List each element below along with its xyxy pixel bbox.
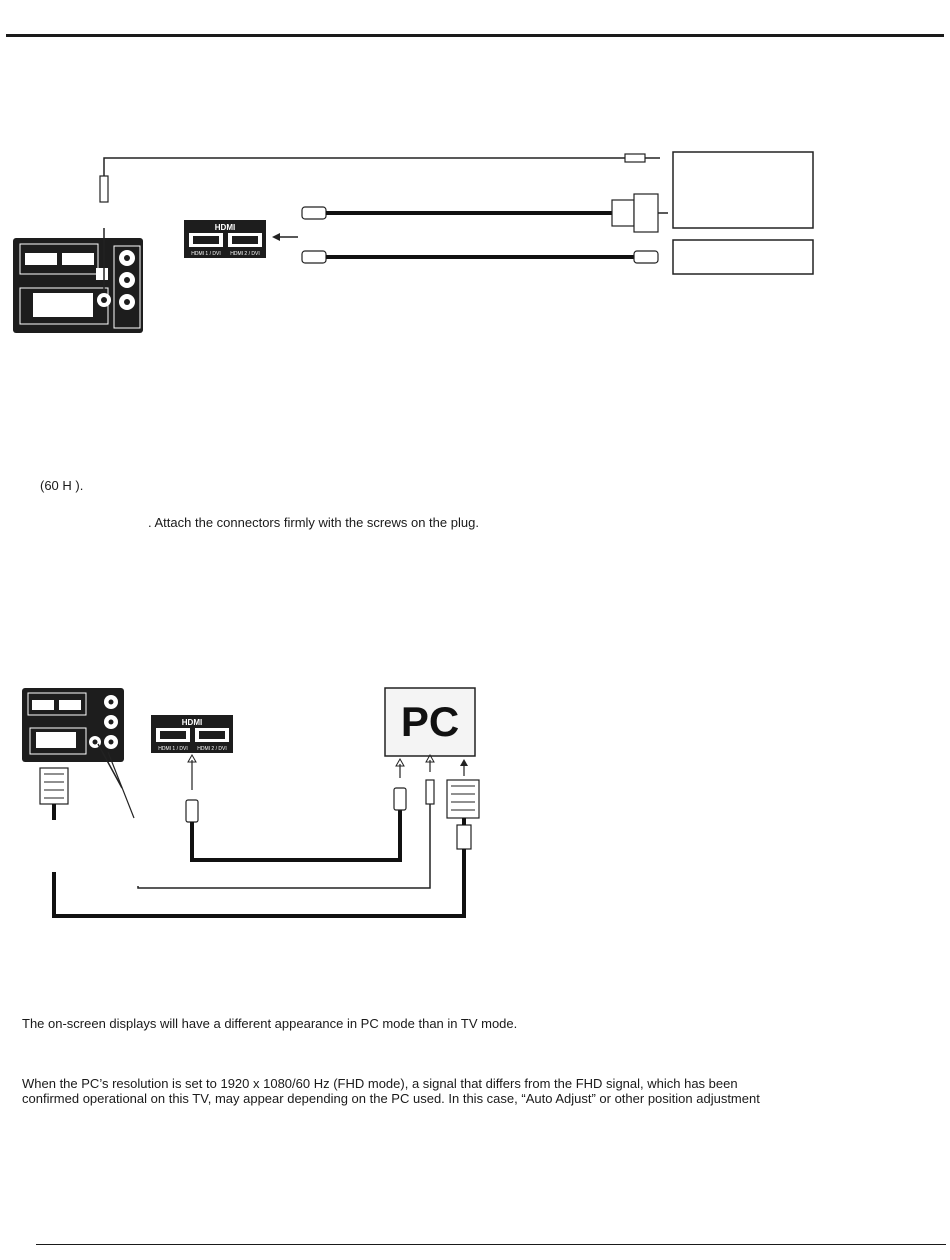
hdmi-logo-text: HDMI <box>182 718 202 727</box>
port1-label: HDMI 1 / DVI <box>191 251 220 257</box>
hdmi-dvi-connection-diagram: HDMI HDMI 1 / DVI HDMI 2 / DVI <box>13 151 814 333</box>
audio-cable <box>99 153 660 292</box>
hdmi-input-panel-small: HDMI HDMI 1 / DVI HDMI 2 / DVI <box>151 715 233 753</box>
fhd-note-line1: When the PC’s resolution is set to 1920 … <box>22 1076 738 1091</box>
hdmi-dvi-cable <box>301 193 668 233</box>
audio-plug-tv <box>97 743 135 819</box>
screws-note: . Attach the connectors firmly with the … <box>148 515 479 530</box>
hdmi-cable <box>301 250 659 264</box>
fhd-note-line2: confirmed operational on this TV, may ap… <box>22 1091 760 1106</box>
pc-connection-diagram: HDMI HDMI 1 / DVI HDMI 2 / DVI PC <box>22 687 480 918</box>
port2-label: HDMI 2 / DVI <box>197 746 226 752</box>
refresh-rate-fragment: (60 H ). <box>40 478 84 493</box>
port1-label: HDMI 1 / DVI <box>158 746 187 752</box>
bottom-rule <box>36 1244 946 1245</box>
dvi-source-box <box>672 151 814 229</box>
tv-rear-panel <box>13 238 143 333</box>
audio-cable <box>137 779 435 889</box>
pc-label: PC <box>401 698 459 745</box>
top-rule <box>6 34 944 37</box>
tv-rear-panel-small <box>22 688 124 762</box>
arrow-left-icon <box>272 233 298 241</box>
vga-connector-tv <box>39 767 69 820</box>
arrow-up-icon <box>187 753 197 790</box>
port2-label: HDMI 2 / DVI <box>230 251 259 257</box>
osd-note: The on-screen displays will have a diffe… <box>22 1016 518 1031</box>
hdmi-logo-text: HDMI <box>215 223 235 232</box>
hdmi-source-box <box>672 239 814 275</box>
arrow-up-icon <box>395 753 468 778</box>
vga-cable <box>52 779 480 918</box>
hdmi-input-panel: HDMI HDMI 1 / DVI HDMI 2 / DVI <box>184 220 266 258</box>
hdmi-cable <box>185 787 407 862</box>
pc-box: PC <box>384 687 476 757</box>
